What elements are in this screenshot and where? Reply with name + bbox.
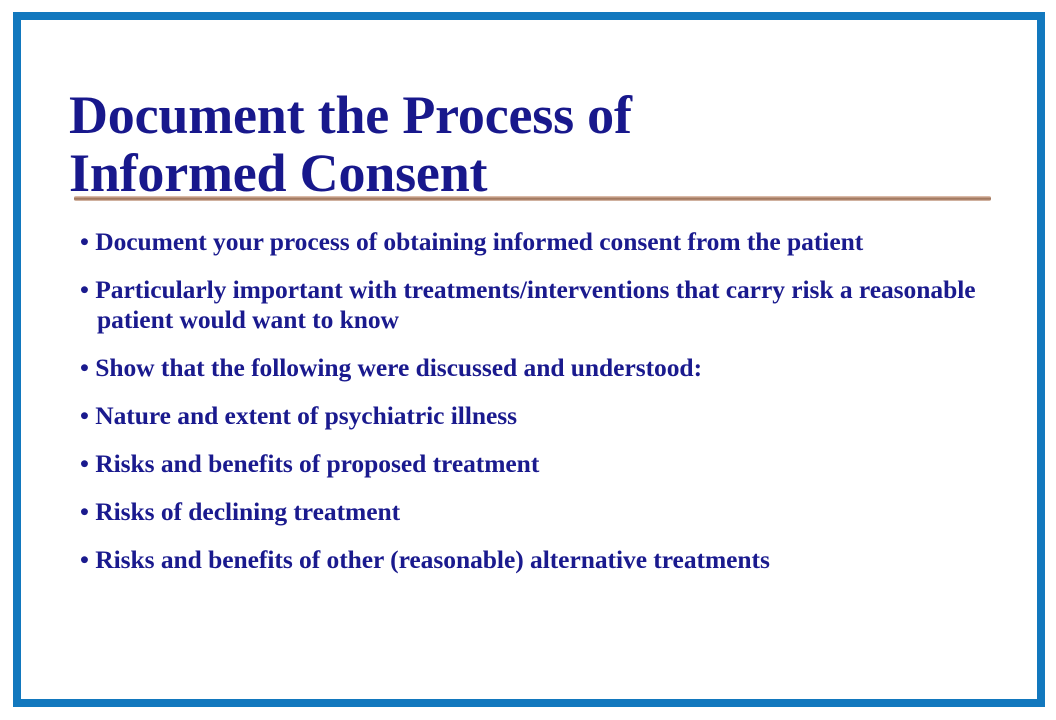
list-item-label: Risks and benefits of other (reasonable)… — [95, 545, 770, 574]
list-item-label: Nature and extent of psychiatric illness — [95, 401, 518, 430]
list-item-label: Document your process of obtaining infor… — [95, 227, 864, 256]
bullet-marker-icon: • — [80, 449, 89, 478]
page-title: Document the Process of Informed Consent — [69, 85, 632, 204]
title-divider-rule — [74, 196, 991, 201]
list-item: • Nature and extent of psychiatric illne… — [80, 401, 995, 431]
list-item: • Risks and benefits of other (reasonabl… — [80, 545, 995, 575]
bullet-marker-icon: • — [80, 227, 89, 256]
list-item: • Particularly important with treatments… — [80, 275, 995, 335]
list-item-label: Risks of declining treatment — [95, 497, 401, 526]
list-item-label: Show that the following were discussed a… — [95, 353, 703, 382]
list-item-label: Particularly important with treatments/i… — [95, 275, 976, 334]
list-item: • Show that the following were discussed… — [80, 353, 995, 383]
bullet-marker-icon: • — [80, 401, 89, 430]
bullet-marker-icon: • — [80, 545, 89, 574]
list-item: • Risks and benefits of proposed treatme… — [80, 449, 995, 479]
bullet-marker-icon: • — [80, 353, 89, 382]
list-item-label: Risks and benefits of proposed treatment — [95, 449, 540, 478]
bullet-marker-icon: • — [80, 497, 89, 526]
bullet-list: • Document your process of obtaining inf… — [80, 227, 995, 575]
list-item: • Risks of declining treatment — [80, 497, 995, 527]
bullet-marker-icon: • — [80, 275, 89, 304]
list-item: • Document your process of obtaining inf… — [80, 227, 995, 257]
slide-border-frame — [13, 12, 1045, 707]
